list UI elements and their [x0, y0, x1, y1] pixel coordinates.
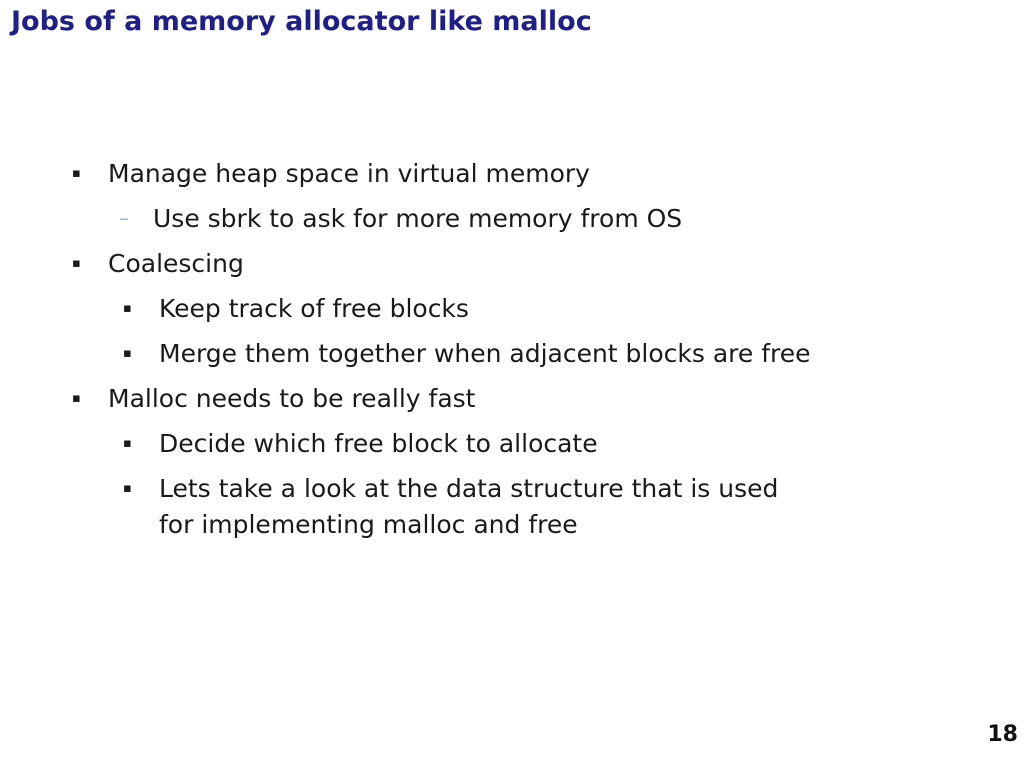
bullet-text: Manage heap space in virtual memory	[108, 159, 590, 188]
bullet-text: Coalescing	[108, 249, 244, 278]
bullet-malloc-fast: ▪ Malloc needs to be really fast	[72, 381, 476, 417]
square-bullet-icon: ▪	[123, 301, 132, 316]
square-bullet-icon: ▪	[123, 481, 132, 496]
square-bullet-icon: ▪	[72, 256, 81, 271]
square-bullet-icon: ▪	[123, 436, 132, 451]
bullet-data-structure: ▪ Lets take a look at the data structure…	[123, 471, 879, 543]
page-number: 18	[987, 722, 1018, 747]
square-bullet-icon: ▪	[72, 166, 81, 181]
dash-bullet-icon: –	[119, 206, 129, 230]
bullet-merge: ▪ Merge them together when adjacent bloc…	[123, 336, 811, 372]
bullet-decide-block: ▪ Decide which free block to allocate	[123, 426, 598, 462]
slide-title: Jobs of a memory allocator like malloc	[11, 6, 592, 37]
bullet-coalescing: ▪ Coalescing	[72, 246, 244, 282]
bullet-keep-track: ▪ Keep track of free blocks	[123, 291, 469, 327]
square-bullet-icon: ▪	[72, 391, 81, 406]
bullet-use-sbrk: – Use sbrk to ask for more memory from O…	[119, 201, 683, 237]
square-bullet-icon: ▪	[123, 346, 132, 361]
bullet-text-line-1: Lets take a look at the data structure t…	[159, 474, 779, 503]
bullet-text: Malloc needs to be really fast	[108, 384, 476, 413]
bullet-text: Merge them together when adjacent blocks…	[159, 339, 811, 368]
bullet-text-line-2: for implementing malloc and free	[159, 510, 578, 539]
bullet-manage-heap: ▪ Manage heap space in virtual memory	[72, 156, 590, 192]
bullet-text: Decide which free block to allocate	[159, 429, 598, 458]
bullet-text: Keep track of free blocks	[159, 294, 469, 323]
bullet-text: Use sbrk to ask for more memory from OS	[153, 204, 683, 233]
